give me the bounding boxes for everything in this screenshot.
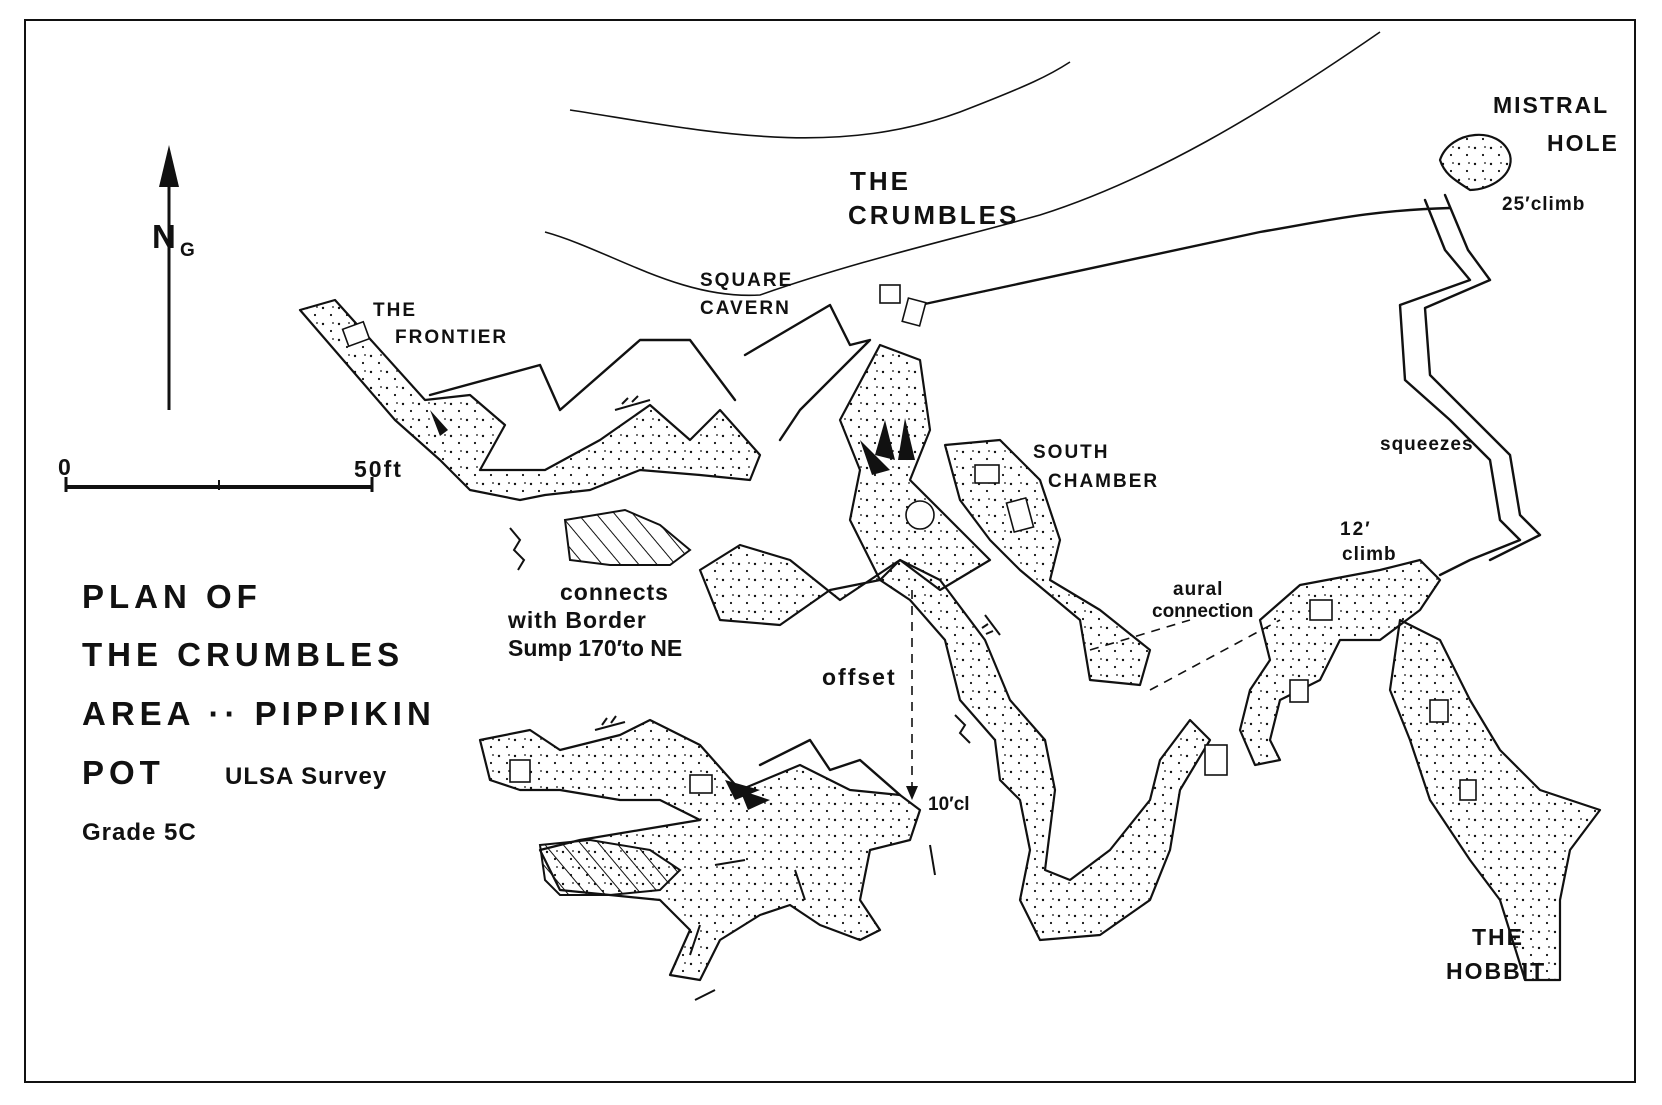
label-aural-1: aural <box>1173 579 1223 600</box>
scale-end-label: 50ft <box>354 456 403 482</box>
boulder-blocks <box>341 284 1477 801</box>
north-subscript: G <box>180 240 197 261</box>
sump-hatching <box>538 508 692 896</box>
label-connects-2: with Border <box>507 607 647 633</box>
label-mistral-hole-1: MISTRAL <box>1493 92 1609 118</box>
label-25-climb: 25′climb <box>1502 194 1585 215</box>
title-line-2: THE CRUMBLES <box>82 636 404 673</box>
label-12-climb-1: 12′ <box>1340 519 1372 540</box>
label-the-hobbit-2: HOBBIT <box>1446 958 1546 984</box>
label-connects-3: Sump 170′to NE <box>508 635 682 661</box>
scale-start-label: 0 <box>58 454 73 480</box>
scale-bar <box>64 477 374 492</box>
label-the-crumbles-2: CRUMBLES <box>848 200 1019 230</box>
label-connects-1: connects <box>560 579 669 605</box>
north-arrow-icon <box>159 145 179 410</box>
label-squeezes: squeezes <box>1380 434 1474 455</box>
label-the-crumbles-1: THE <box>850 166 911 196</box>
title-line-4: POT <box>82 754 165 791</box>
label-square-cavern-1: SQUARE <box>700 270 793 291</box>
label-12-climb-2: climb <box>1342 544 1397 565</box>
survey-credit: ULSA Survey <box>225 763 387 790</box>
title-line-3: AREA ·· PIPPIKIN <box>82 695 436 732</box>
label-offset: offset <box>822 664 897 690</box>
label-south-chamber-2: CHAMBER <box>1048 471 1159 492</box>
label-south-chamber-1: SOUTH <box>1033 442 1110 463</box>
cave-passages <box>298 133 1602 982</box>
label-aural-2: connection <box>1152 601 1253 622</box>
label-square-cavern-2: CAVERN <box>700 298 791 319</box>
title-line-1: PLAN OF <box>82 578 262 615</box>
map-frame <box>24 19 1636 1083</box>
aural-connection-line-2 <box>1089 619 1191 651</box>
offset-arrow-icon <box>906 786 918 800</box>
flow-arrow-icons <box>594 395 1001 1001</box>
radiating-marks <box>430 410 915 810</box>
label-10-climb: 10′cl <box>928 794 970 815</box>
crumbles-wall-lines <box>544 31 1452 307</box>
north-label: N <box>152 218 178 255</box>
aural-connection-line <box>1149 619 1281 691</box>
squiggle-marks <box>509 527 971 744</box>
label-the-hobbit-1: THE <box>1472 924 1524 950</box>
label-mistral-hole-2: HOLE <box>1547 130 1619 156</box>
grade-label: Grade 5C <box>82 819 197 846</box>
label-the-frontier-2: FRONTIER <box>395 327 508 348</box>
label-the-frontier-1: THE <box>373 300 417 321</box>
